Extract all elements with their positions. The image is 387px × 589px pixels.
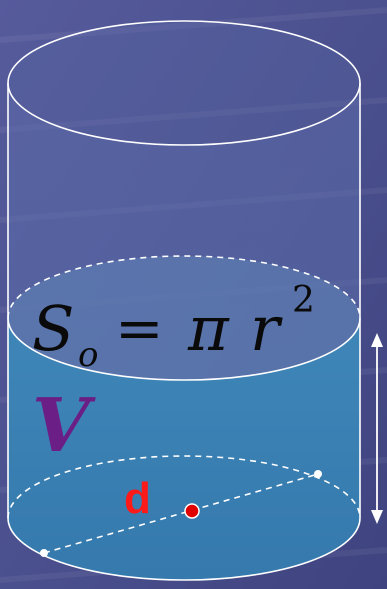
base-front-edge xyxy=(7,517,361,581)
formula-r: r xyxy=(250,292,283,365)
formula-equals: = xyxy=(115,294,164,362)
water-surface-back-edge xyxy=(7,255,361,319)
diameter-endpoint-left xyxy=(40,549,48,557)
volume-label: V xyxy=(32,383,96,469)
formula-exponent: 2 xyxy=(292,280,315,321)
base-back-edge xyxy=(7,455,361,519)
formula-pi: π xyxy=(187,292,230,365)
water-body xyxy=(8,318,360,580)
formula-s: S xyxy=(32,292,74,365)
formula-subscript: o xyxy=(78,335,98,375)
water-surface xyxy=(8,256,360,380)
height-arrow xyxy=(371,333,383,524)
area-formula: S o = π r 2 xyxy=(32,280,315,375)
diameter-label: d xyxy=(124,474,151,523)
diameter-endpoint-right xyxy=(314,470,322,478)
cylinder-top-ellipse xyxy=(7,20,361,146)
diameter-line xyxy=(43,473,319,554)
water-surface-front-edge xyxy=(7,317,361,381)
center-point xyxy=(184,503,200,519)
